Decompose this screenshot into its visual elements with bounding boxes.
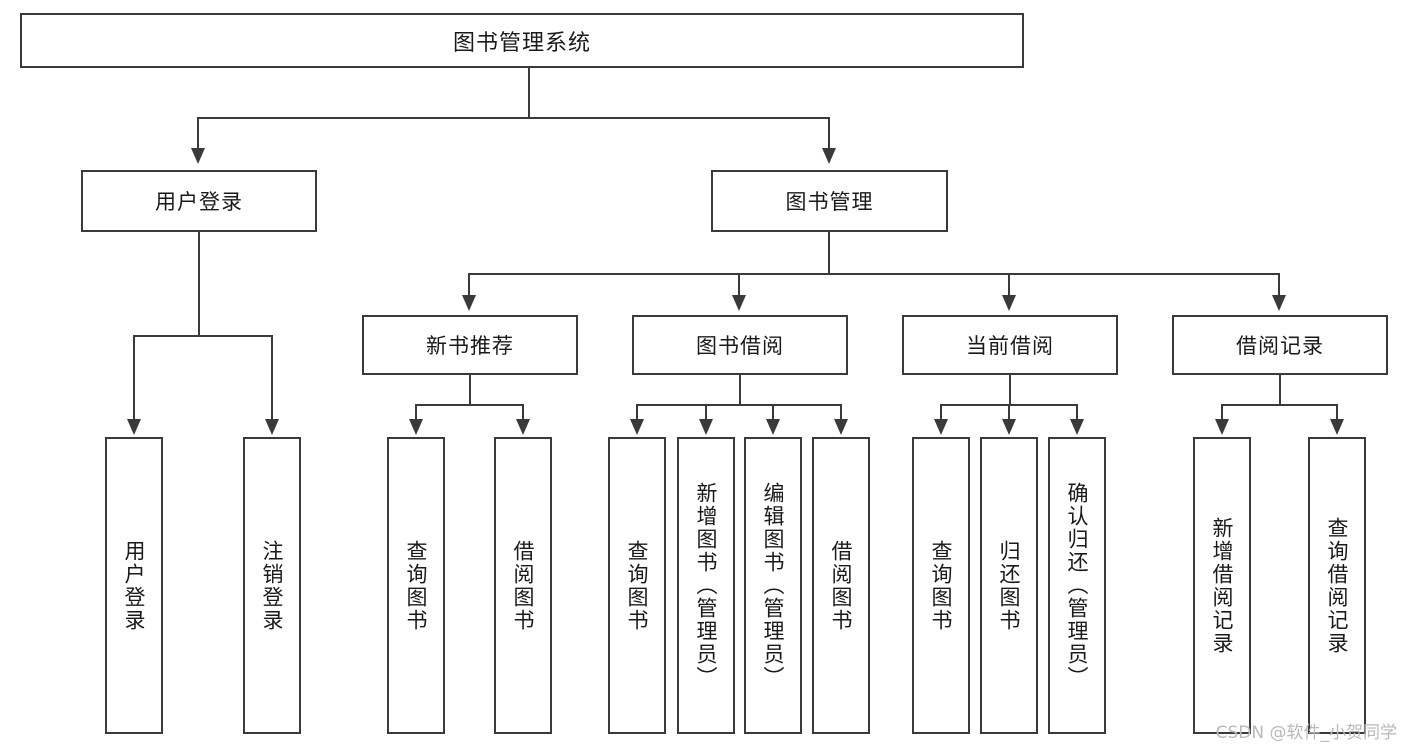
connector-to-br-add-book (705, 404, 707, 421)
node-label: 新书推荐 (426, 334, 514, 358)
arrow-down-icon (1002, 419, 1016, 435)
node-book-management-system[interactable]: 图书管理系统 (20, 13, 1024, 68)
node-book-management[interactable]: 图书管理 (711, 170, 948, 232)
connector-user-login-bus (134, 335, 273, 337)
arrow-down-icon (1272, 295, 1286, 311)
node-current-borrow[interactable]: 当前借阅 (902, 315, 1118, 375)
leaf-br-query-book[interactable]: 查询图书 (608, 437, 666, 734)
leaf-br-add-book[interactable]: 新增图书（管理员） (677, 437, 735, 734)
arrow-down-icon (766, 419, 780, 435)
connector-user-login-trunk (198, 232, 200, 336)
node-label: 借阅记录 (1236, 334, 1324, 358)
connector-to-new-book-rec (468, 273, 470, 297)
node-label: 新增借阅记录 (1210, 516, 1235, 655)
connector-to-rec-query-book (415, 404, 417, 421)
node-label: 新增图书（管理员） (694, 482, 719, 689)
connector-to-logout-do (271, 335, 273, 421)
connector-to-cb-return-book (1008, 404, 1010, 421)
node-label: 查询图书 (929, 539, 954, 632)
node-label: 用户登录 (122, 539, 147, 632)
node-label: 借阅图书 (829, 539, 854, 632)
connector-to-borrow-record (1278, 273, 1280, 297)
arrow-down-icon (1070, 419, 1084, 435)
arrow-down-icon (462, 295, 476, 311)
leaf-cb-return-book[interactable]: 归还图书 (980, 437, 1038, 734)
leaf-cb-query-book[interactable]: 查询图书 (912, 437, 970, 734)
node-label: 查询借阅记录 (1325, 516, 1350, 655)
leaf-br-borrow-book[interactable]: 借阅图书 (812, 437, 870, 734)
arrow-down-icon (1330, 419, 1344, 435)
connector-borrow-record-bus (1222, 404, 1338, 406)
connector-root-bus (198, 117, 830, 119)
connector-to-current-borrow (1008, 273, 1010, 297)
leaf-rec-add-record[interactable]: 新增借阅记录 (1193, 437, 1251, 734)
leaf-br-edit-book[interactable]: 编辑图书（管理员） (744, 437, 802, 734)
node-borrow-record[interactable]: 借阅记录 (1172, 315, 1388, 375)
arrow-down-icon (732, 295, 746, 311)
node-label: 图书管理 (785, 190, 874, 214)
node-label: 注销登录 (260, 539, 285, 632)
connector-to-cb-query-book (940, 404, 942, 421)
node-label: 用户登录 (155, 190, 243, 214)
leaf-user-login[interactable]: 用户登录 (105, 437, 163, 734)
connector-to-login-do (133, 335, 135, 421)
connector-to-cb-confirm-return (1076, 404, 1078, 421)
leaf-rec-query-book[interactable]: 查询图书 (387, 437, 445, 734)
arrow-down-icon (409, 419, 423, 435)
node-label: 查询图书 (404, 539, 429, 632)
connector-book-manage-bus (469, 273, 1279, 275)
node-label: 当前借阅 (966, 334, 1054, 358)
arrow-down-icon (265, 419, 279, 435)
arrow-down-icon (834, 419, 848, 435)
node-label: 归还图书 (997, 539, 1022, 632)
connector-book-manage-trunk (828, 232, 830, 274)
arrow-down-icon (127, 419, 141, 435)
connector-to-book-borrow (738, 273, 740, 297)
connector-borrow-record-trunk (1279, 375, 1281, 405)
leaf-logout[interactable]: 注销登录 (243, 437, 301, 734)
node-new-book-recommend[interactable]: 新书推荐 (362, 315, 578, 375)
connector-current-borrow-trunk (1009, 375, 1011, 405)
arrow-down-icon (1215, 419, 1229, 435)
connector-root-to-book-manage (828, 117, 830, 150)
leaf-rec-query-record[interactable]: 查询借阅记录 (1308, 437, 1366, 734)
arrow-down-icon (699, 419, 713, 435)
arrow-down-icon (1002, 295, 1016, 311)
node-label: 确认归还（管理员） (1065, 482, 1090, 689)
connector-to-rec-add-record (1221, 404, 1223, 421)
arrow-down-icon (630, 419, 644, 435)
leaf-cb-confirm-return[interactable]: 确认归还（管理员） (1048, 437, 1106, 734)
node-book-borrow[interactable]: 图书借阅 (632, 315, 848, 375)
watermark: CSDN @软件_小贺同学 (1215, 723, 1397, 743)
connector-root-trunk (528, 68, 530, 118)
connector-to-rec-borrow-book (522, 404, 524, 421)
node-label: 图书管理系统 (452, 30, 591, 56)
connector-book-borrow-trunk (739, 375, 741, 405)
connector-to-br-edit-book (772, 404, 774, 421)
node-label: 图书借阅 (696, 334, 784, 358)
connector-to-rec-query-record (1336, 404, 1338, 421)
connector-to-br-query-book (636, 404, 638, 421)
arrow-down-icon (822, 148, 836, 164)
node-user-login[interactable]: 用户登录 (81, 170, 317, 232)
arrow-down-icon (516, 419, 530, 435)
connector-root-to-user-login (197, 117, 199, 150)
node-label: 编辑图书（管理员） (761, 482, 786, 689)
node-label: 借阅图书 (511, 539, 536, 632)
connector-to-br-borrow-book (840, 404, 842, 421)
connector-book-borrow-bus (637, 404, 842, 406)
node-label: 查询图书 (625, 539, 650, 632)
connector-new-book-rec-bus (416, 404, 524, 406)
arrow-down-icon (934, 419, 948, 435)
connector-new-book-rec-trunk (469, 375, 471, 405)
arrow-down-icon (191, 148, 205, 164)
leaf-rec-borrow-book[interactable]: 借阅图书 (494, 437, 552, 734)
